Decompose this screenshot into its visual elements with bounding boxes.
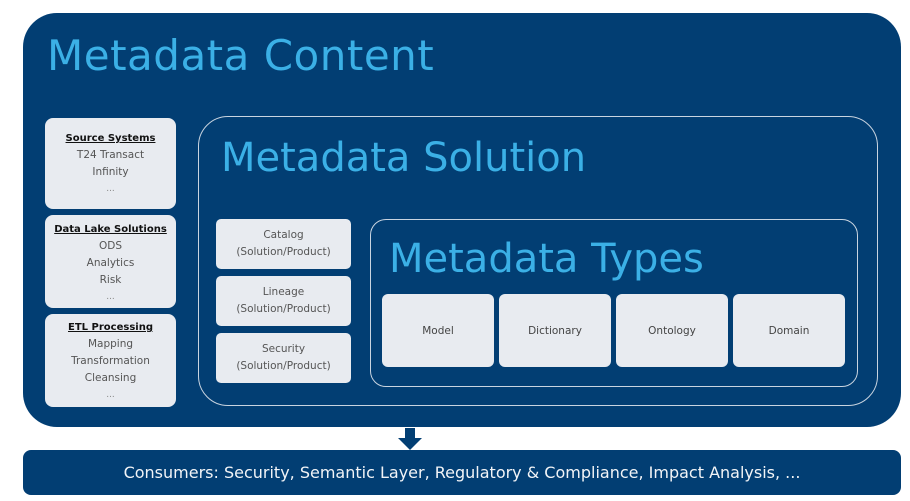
metadata-solution-panel: Metadata Solution Catalog (Solution/Prod… <box>198 116 878 406</box>
data-lake-solutions-box: Data Lake Solutions ODS Analytics Risk .… <box>45 215 176 308</box>
etl-heading: ETL Processing <box>68 322 153 333</box>
etl-item: ... <box>106 390 115 400</box>
consumers-bar: Consumers: Security, Semantic Layer, Reg… <box>23 450 901 495</box>
source-item: Infinity <box>92 166 129 178</box>
catalog-sub: (Solution/Product) <box>236 246 331 258</box>
metadata-content-panel: Metadata Content Source Systems T24 Tran… <box>23 13 901 427</box>
etl-item: Transformation <box>71 355 150 367</box>
data-lake-item: ODS <box>98 240 122 252</box>
data-lake-item: ... <box>106 292 115 302</box>
source-systems-heading: Source Systems <box>65 133 156 144</box>
lineage-sub: (Solution/Product) <box>236 303 331 315</box>
data-lake-item: Analytics <box>86 257 135 269</box>
metadata-types-title: Metadata Types <box>389 236 704 282</box>
type-model-box: Model <box>382 294 494 367</box>
metadata-solution-title: Metadata Solution <box>221 135 587 181</box>
data-lake-item: Risk <box>99 274 122 286</box>
type-ontology-box: Ontology <box>616 294 728 367</box>
security-label: Security <box>261 343 306 355</box>
lineage-label: Lineage <box>262 286 305 298</box>
metadata-content-title: Metadata Content <box>47 31 435 80</box>
catalog-box: Catalog (Solution/Product) <box>216 219 351 269</box>
catalog-label: Catalog <box>263 229 304 241</box>
metadata-types-panel: Metadata Types Model Dictionary Ontology… <box>370 219 858 387</box>
etl-item: Cleansing <box>84 372 137 384</box>
security-box: Security (Solution/Product) <box>216 333 351 383</box>
data-lake-heading: Data Lake Solutions <box>54 224 167 235</box>
type-domain-box: Domain <box>733 294 845 367</box>
source-systems-box: Source Systems T24 Transact Infinity ... <box>45 118 176 209</box>
consumers-text: Consumers: Security, Semantic Layer, Reg… <box>123 463 801 482</box>
etl-item: Mapping <box>87 338 134 350</box>
arrow-down-icon <box>398 428 422 450</box>
type-dictionary-box: Dictionary <box>499 294 611 367</box>
source-item: ... <box>106 184 115 194</box>
source-item: T24 Transact <box>76 149 145 161</box>
lineage-box: Lineage (Solution/Product) <box>216 276 351 326</box>
security-sub: (Solution/Product) <box>236 360 331 372</box>
etl-processing-box: ETL Processing Mapping Transformation Cl… <box>45 314 176 407</box>
